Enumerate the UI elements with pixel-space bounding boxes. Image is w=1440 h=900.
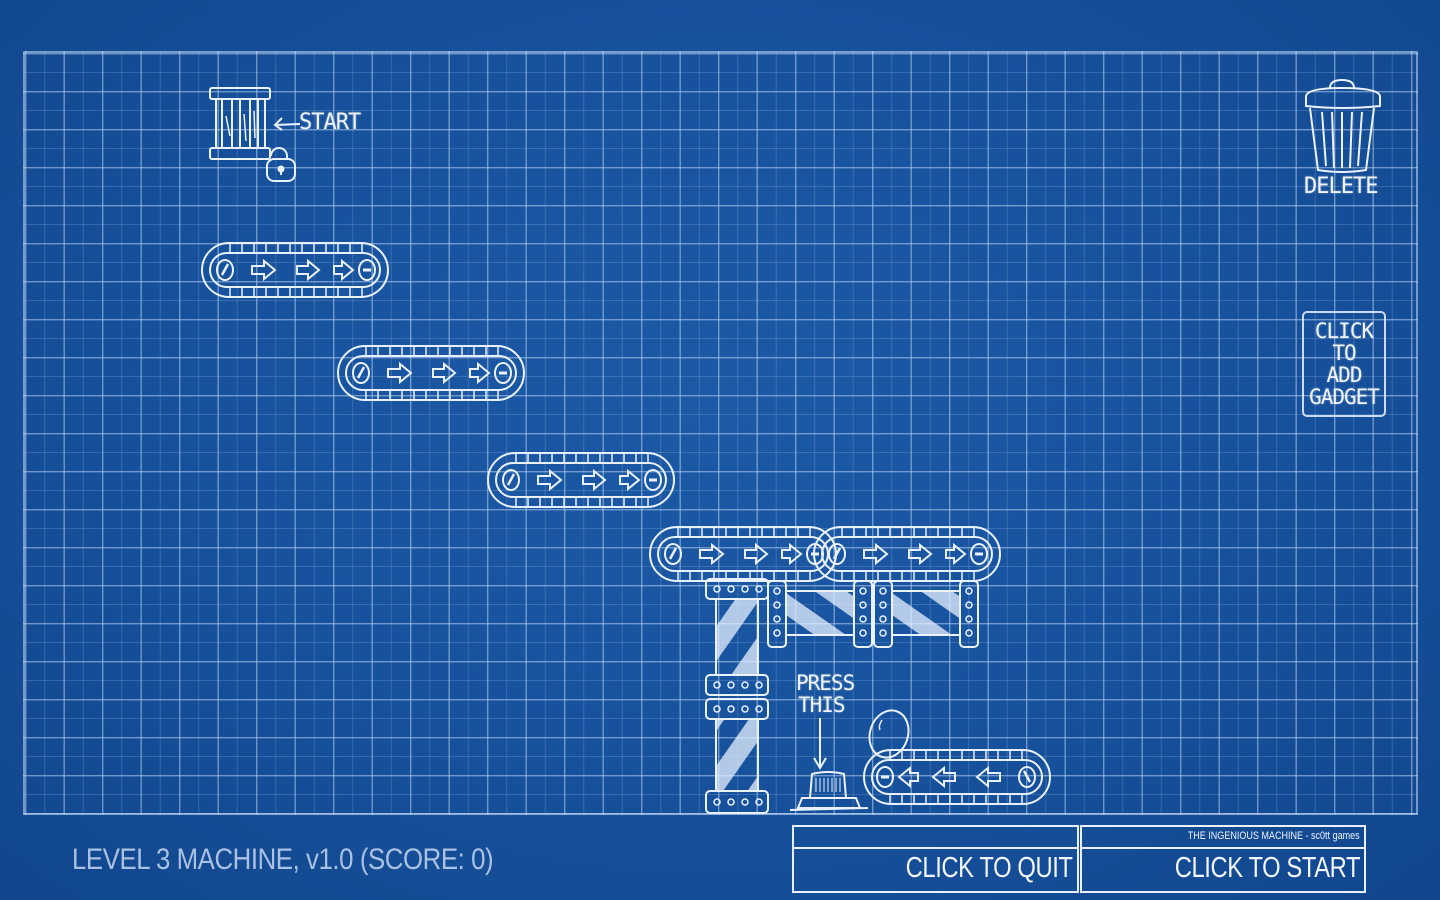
quit-button[interactable]: CLICK TO QUIT — [792, 847, 1079, 893]
conveyor-icon — [336, 344, 526, 402]
down-arrow-icon — [812, 718, 828, 772]
conveyor-icon — [200, 241, 390, 299]
striped-post-horizontal-1[interactable] — [766, 579, 876, 651]
game-credit-text: THE INGENIOUS MACHINE - sc0tt games — [1188, 830, 1360, 842]
delete-label: DELETE — [1304, 174, 1378, 199]
trash-can-icon — [1305, 78, 1381, 173]
striped-post-icon — [873, 580, 979, 648]
striped-post-icon — [767, 580, 873, 648]
quit-header-panel — [792, 825, 1079, 849]
striped-post-horizontal-2[interactable] — [872, 579, 982, 651]
add-gadget-line: GADGET — [1309, 385, 1380, 409]
egg-gadget[interactable] — [866, 706, 912, 762]
add-gadget-line: TO — [1332, 341, 1356, 365]
conveyor-belt-right-2[interactable] — [336, 344, 528, 404]
conveyor-icon — [812, 525, 1002, 583]
add-gadget-line: ADD — [1326, 363, 1363, 387]
gate-icon — [209, 87, 296, 182]
conveyor-icon — [486, 451, 676, 509]
start-arrow-icon — [272, 112, 302, 132]
conveyor-belt-right-1[interactable] — [200, 241, 392, 301]
start-button[interactable]: CLICK TO START — [1080, 847, 1366, 893]
delete-trash-button[interactable] — [1296, 74, 1390, 208]
add-gadget-line: CLICK — [1314, 319, 1374, 343]
striped-post-vertical[interactable] — [702, 577, 774, 817]
conveyor-belt-right-3[interactable] — [486, 451, 678, 511]
egg-icon — [868, 709, 910, 759]
striped-post-icon — [705, 578, 769, 814]
press-this-label: PRESS THIS — [796, 671, 855, 717]
add-gadget-button[interactable]: CLICK TO ADD GADGET — [1302, 311, 1386, 417]
conveyor-belt-right-5[interactable] — [812, 525, 1004, 585]
quit-button-label: CLICK TO QUIT — [906, 852, 1073, 884]
start-label: START — [299, 110, 361, 135]
lock-icon — [266, 147, 296, 182]
press-button-gadget[interactable] — [789, 768, 870, 812]
start-button-label: CLICK TO START — [1174, 852, 1361, 884]
start-gate[interactable] — [208, 86, 300, 186]
push-button-icon — [789, 771, 869, 811]
press-label-line1: PRESS — [796, 671, 855, 695]
press-label-line2: THIS — [798, 693, 846, 717]
level-status-text: LEVEL 3 MACHINE, v1.0 (SCORE: 0) — [72, 843, 494, 876]
credits-panel: THE INGENIOUS MACHINE - sc0tt games — [1080, 825, 1366, 849]
